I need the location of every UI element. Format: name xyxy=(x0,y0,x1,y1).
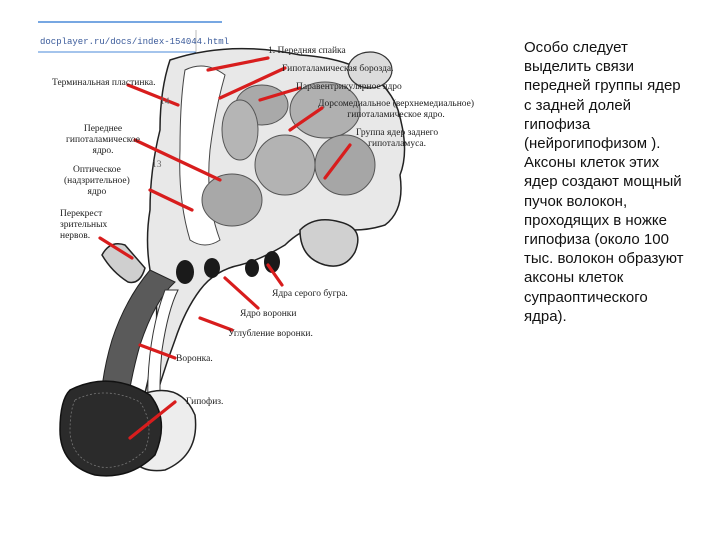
label-posterior-group-line2: гипоталамуса. xyxy=(356,139,438,150)
label-supraoptic-line3: ядро xyxy=(64,187,130,198)
label-chiasm: Перекрест зрительных нервов. xyxy=(60,209,107,242)
source-url: docplayer.ru/docs/index-154044.html xyxy=(40,37,229,47)
label-paraventricular: Паравентрикулярное ядро xyxy=(296,82,402,93)
optic-chiasm xyxy=(102,244,145,283)
tuber-nucleus-1 xyxy=(176,260,194,284)
label-infundibulum-nucleus: Ядро воронки xyxy=(240,309,297,320)
label-number-13: 13 xyxy=(152,160,162,171)
label-anterior-nucleus-line2: гипоталамическое xyxy=(66,135,140,146)
label-anterior-nucleus-line1: Переднее xyxy=(66,124,140,135)
label-hypophysis: Гипофиз. xyxy=(186,397,223,408)
tuber-nucleus-2 xyxy=(204,258,220,278)
label-chiasm-line1: Перекрест xyxy=(60,209,107,220)
label-infundibulum: Воронка. xyxy=(176,354,213,365)
supraoptic-nucleus xyxy=(202,174,262,226)
label-tuber-cinereum: Ядра серого бугра. xyxy=(272,289,348,300)
label-dorsomedial: Дорсомедиальное (верхнемедиальное) гипот… xyxy=(318,99,474,121)
label-supraoptic-line1: Оптическое xyxy=(64,165,130,176)
tuber-nucleus-3 xyxy=(245,259,259,277)
label-dorsomedial-line1: Дорсомедиальное (верхнемедиальное) xyxy=(318,99,474,110)
pointer-infundibulum-nucleus xyxy=(225,278,258,308)
label-number-14: 14 xyxy=(160,97,170,108)
label-supraoptic: Оптическое (надзрительное) ядро xyxy=(64,165,130,198)
ventromedial-nucleus xyxy=(255,135,315,195)
label-anterior-nucleus: Переднее гипоталамическое ядро. xyxy=(66,124,140,157)
label-supraoptic-line2: (надзрительное) xyxy=(64,176,130,187)
label-terminal-lamina: Терминальная пластинка. xyxy=(52,78,156,89)
label-infundibular-recess: Углубление воронки. xyxy=(228,329,313,340)
label-chiasm-line2: зрительных xyxy=(60,220,107,231)
label-posterior-group: Группа ядер заднего гипоталамуса. xyxy=(356,128,438,150)
anterior-nucleus xyxy=(222,100,258,160)
label-chiasm-line3: нервов. xyxy=(60,231,107,242)
label-anterior-nucleus-line3: ядро. xyxy=(66,146,140,157)
tuber-bulge xyxy=(300,220,358,266)
label-dorsomedial-line2: гипоталамическое ядро. xyxy=(318,110,474,121)
hypothalamus-diagram: docplayer.ru/docs/index-154044.html 1. П… xyxy=(0,0,505,540)
body-text: Особо следует выделить связи передней гр… xyxy=(524,38,684,326)
label-hypothalamic-sulcus: Гипоталамическая борозда. xyxy=(282,64,394,75)
label-posterior-group-line1: Группа ядер заднего xyxy=(356,128,438,139)
label-anterior-commissure: 1. Передняя спайка xyxy=(268,46,346,57)
hypophysis-anterior xyxy=(60,381,161,476)
